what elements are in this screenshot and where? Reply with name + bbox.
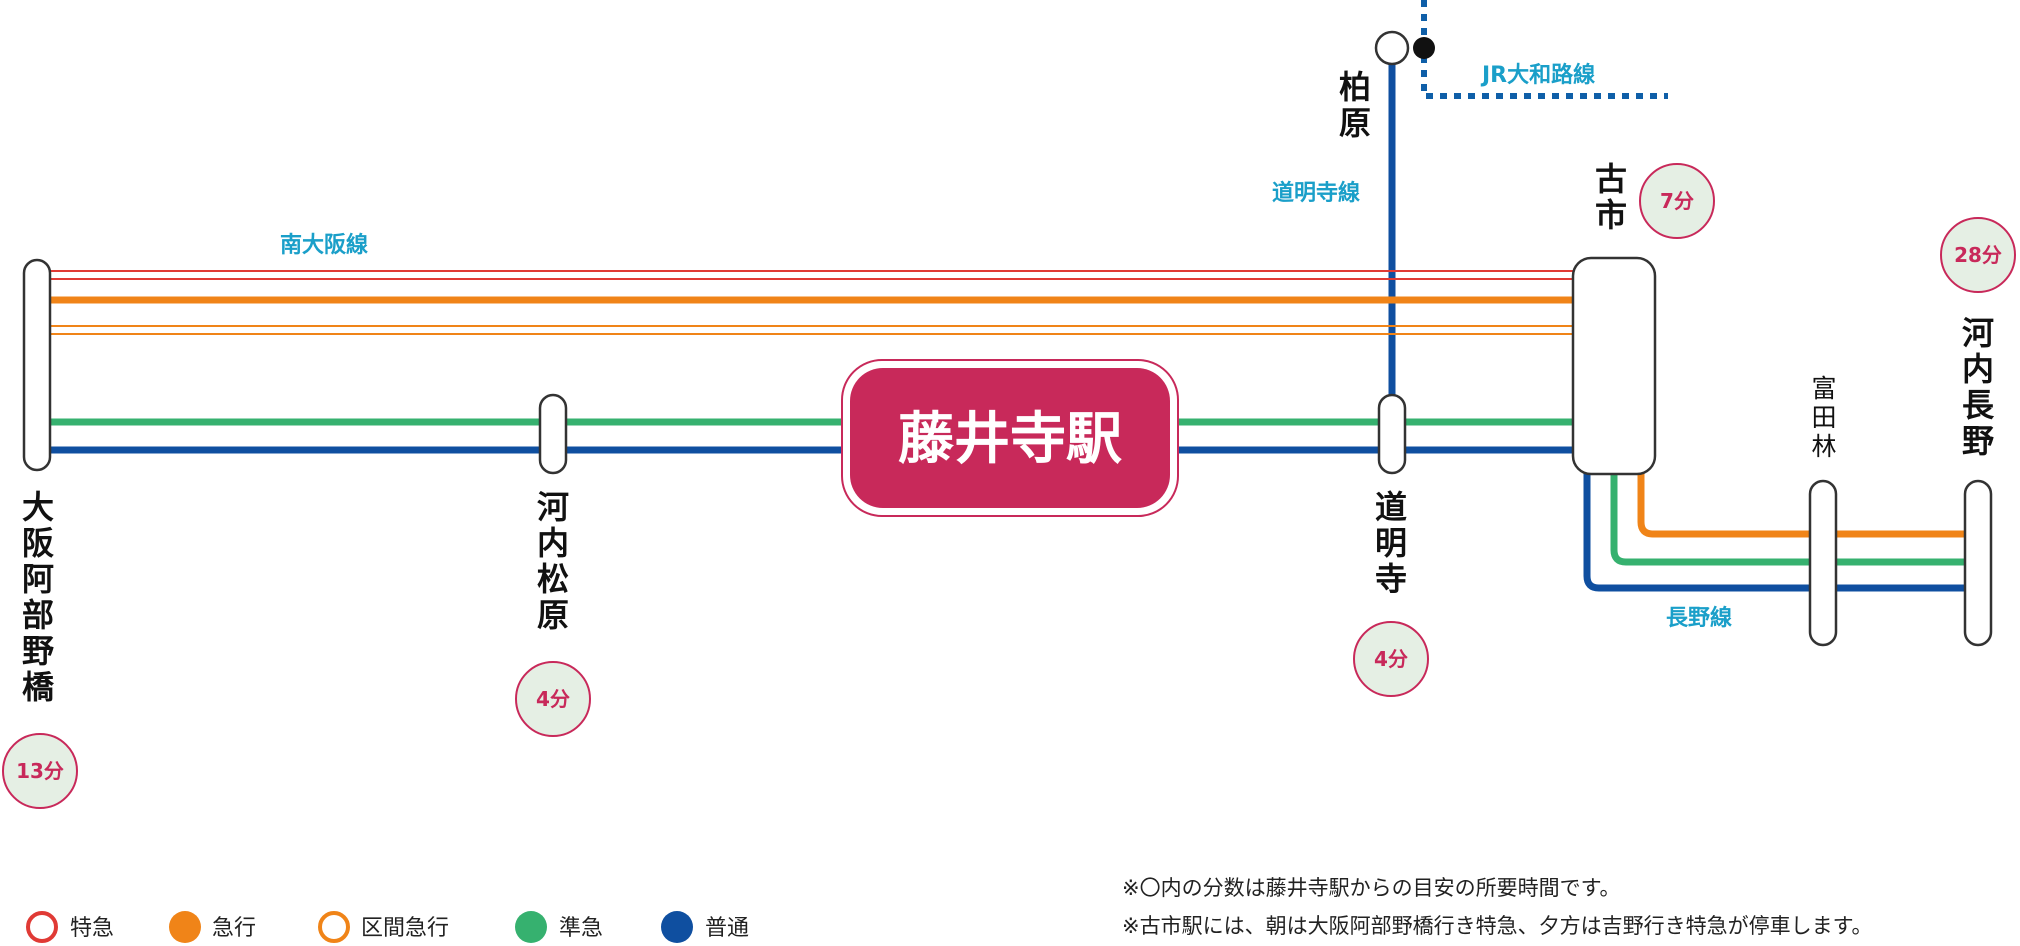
kawachi-matsubara-name: 河内松原 xyxy=(537,488,569,634)
kawachi-nagano-name: 河内長野 xyxy=(1962,314,1995,460)
furuichi-name: 古市 xyxy=(1595,160,1627,234)
svg-text:普通: 普通 xyxy=(705,916,749,941)
note-line: ※古市駅には、朝は大阪阿部野橋行き特急、夕方は吉野行き特急が停車します。 xyxy=(1122,914,1873,938)
kashiwara-name: 柏原 xyxy=(1339,68,1371,142)
tondabayashi-name: 富田林 xyxy=(1811,374,1836,461)
hub-station[interactable]: 藤井寺駅 xyxy=(841,359,1179,517)
kawachi-matsubara-station[interactable] xyxy=(538,393,568,475)
osaka-abenobashi-name: 大阪阿部野橋 xyxy=(22,488,55,706)
legend-swatch xyxy=(26,911,58,943)
kashiwara-station[interactable] xyxy=(1374,30,1410,66)
svg-text:28分: 28分 xyxy=(1954,243,2002,267)
jr-yamatoji-label: JR大和路線 xyxy=(1480,62,1595,88)
time-badge: 28分 xyxy=(1940,217,2016,293)
legend-swatch xyxy=(515,911,547,943)
nagano-line-label: 長野線 xyxy=(1666,605,1732,631)
nagano-track-semi-express xyxy=(1610,470,1970,566)
svg-text:急行: 急行 xyxy=(212,916,256,941)
time-badge: 4分 xyxy=(515,661,591,737)
svg-text:準急: 準急 xyxy=(559,916,603,941)
svg-text:7分: 7分 xyxy=(1660,189,1694,213)
svg-text:13分: 13分 xyxy=(16,759,64,783)
minami-osaka-line-label: 南大阪線 xyxy=(280,232,368,258)
nagano-track-local xyxy=(1583,470,1970,592)
note-line: ※〇内の分数は藤井寺駅からの目安の所要時間です。 xyxy=(1122,876,1621,900)
tondabayashi-station[interactable] xyxy=(1808,479,1838,647)
svg-text:4分: 4分 xyxy=(536,687,570,711)
domyoji-line-label: 道明寺線 xyxy=(1272,180,1360,206)
domyoji-name: 道明寺 xyxy=(1375,488,1407,598)
legend-item: 区間急行 xyxy=(318,911,449,943)
jr-yamatoji-line xyxy=(1421,0,1668,99)
domyoji-station[interactable] xyxy=(1377,393,1407,475)
svg-text:区間急行: 区間急行 xyxy=(361,916,449,941)
time-badge: 7分 xyxy=(1639,163,1715,239)
svg-text:特急: 特急 xyxy=(70,916,114,941)
legend-item: 普通 xyxy=(661,911,749,943)
jr-kashiwara-dot xyxy=(1413,37,1435,59)
svg-text:4分: 4分 xyxy=(1374,647,1408,671)
kawachi-nagano-station[interactable] xyxy=(1963,479,1993,647)
time-badge: 13分 xyxy=(2,733,78,809)
hub-station-label: 藤井寺駅 xyxy=(898,407,1122,472)
furuichi-station[interactable] xyxy=(1571,256,1657,476)
legend-swatch xyxy=(318,911,350,943)
legend-swatch xyxy=(169,911,201,943)
legend-item: 急行 xyxy=(169,911,256,943)
nagano-track-express xyxy=(1637,470,1970,538)
osaka-abenobashi-station[interactable] xyxy=(22,258,52,472)
legend-item: 準急 xyxy=(515,911,603,943)
time-badge: 4分 xyxy=(1353,621,1429,697)
legend-swatch xyxy=(661,911,693,943)
legend-item: 特急 xyxy=(26,911,114,943)
